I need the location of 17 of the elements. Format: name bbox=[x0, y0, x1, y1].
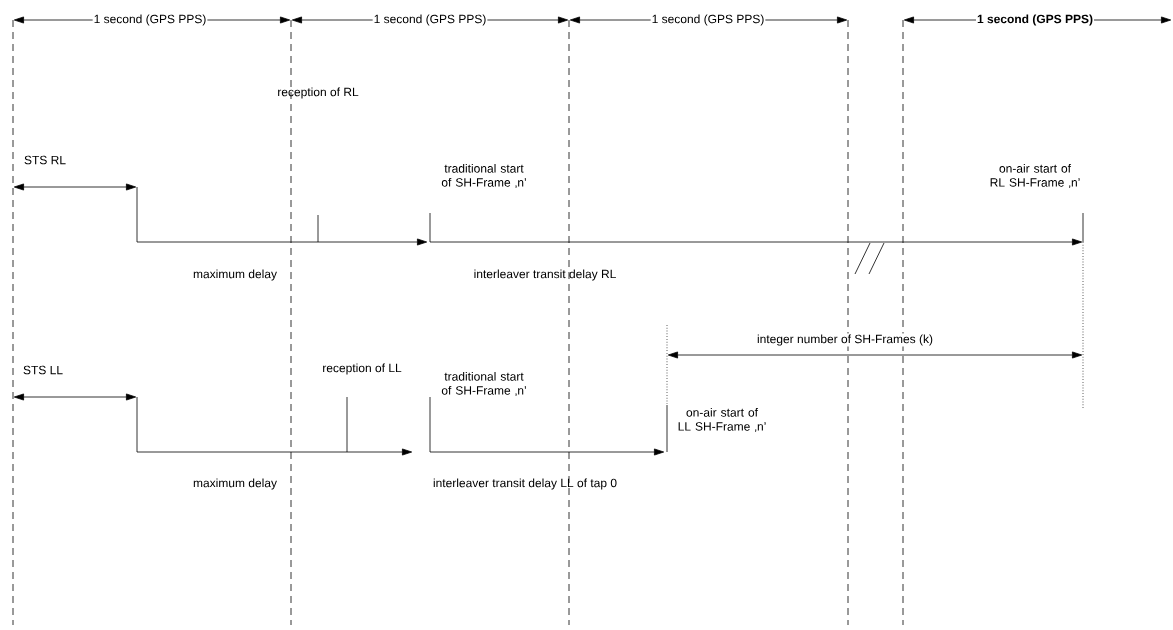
event-label: reception of RL bbox=[278, 87, 359, 99]
event-label: traditional start of SH-Frame ‚n’ bbox=[441, 163, 526, 189]
period-label: 1 second (GPS PPS) bbox=[92, 13, 208, 27]
period-label: 1 second (GPS PPS) bbox=[372, 13, 488, 27]
event-label: traditional start of SH-Frame ‚n’ bbox=[441, 371, 526, 397]
delay-label: interleaver transit delay RL bbox=[474, 269, 616, 281]
delay-label: maximum delay bbox=[193, 269, 277, 281]
delay-label: maximum delay bbox=[193, 478, 277, 490]
span-label: STS RL bbox=[24, 155, 66, 165]
period-label: 1 second (GPS PPS) bbox=[650, 13, 766, 27]
event-label: on-air start of RL SH-Frame ‚n’ bbox=[990, 163, 1080, 189]
event-label: on-air start of LL SH-Frame ‚n’ bbox=[678, 407, 766, 433]
delay-label: interleaver transit delay LL of tap 0 bbox=[433, 478, 617, 490]
span-label: STS LL bbox=[23, 365, 63, 375]
event-label: reception of LL bbox=[323, 363, 402, 375]
span-label: integer number of SH-Frames (k) bbox=[756, 333, 935, 347]
period-label: 1 second (GPS PPS) bbox=[976, 13, 1095, 27]
